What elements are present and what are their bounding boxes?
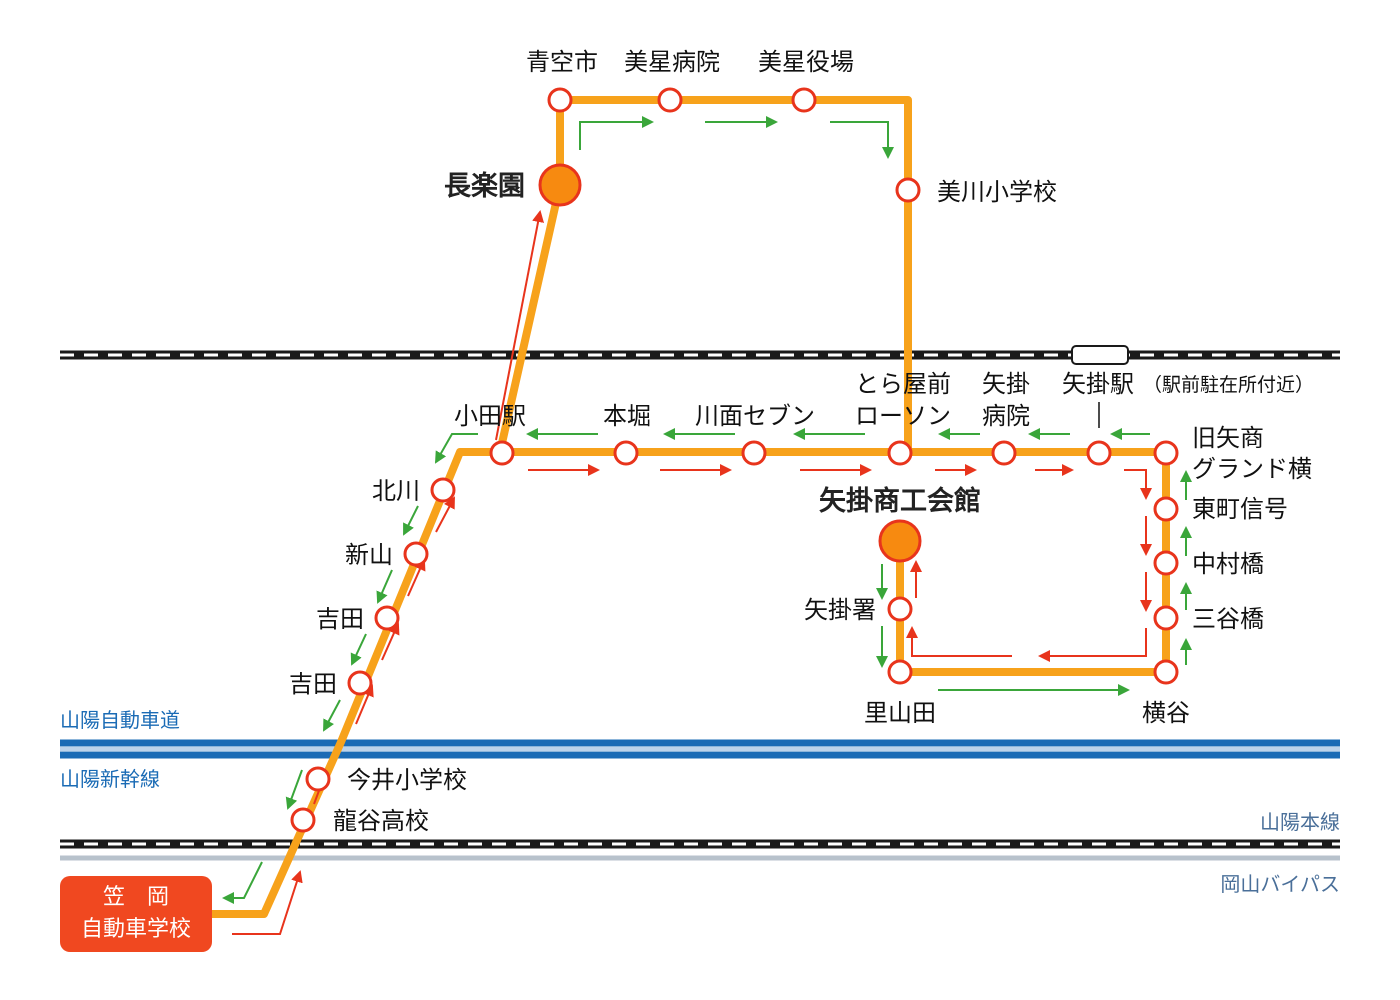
stop-aozora [547, 87, 573, 113]
stop-tora [887, 440, 913, 466]
stops [290, 87, 1179, 833]
label-imai: 今井小学校 [347, 766, 467, 794]
label-kyu-yasho-line2: グランド横 [1192, 455, 1312, 483]
label-yoshida-1: 吉田 [316, 605, 364, 633]
label-yakage-station: 矢掛駅 [1062, 370, 1134, 398]
kasaoka-driving-school-badge: 笠 岡 自動車学校 [60, 876, 212, 952]
label-bisei-hospital: 美星病院 [624, 48, 720, 76]
label-satoyamada: 里山田 [864, 699, 936, 727]
stop-yoshida-2 [347, 670, 373, 696]
stop-bisen-school [895, 177, 921, 203]
stop-higashimachi [1153, 496, 1179, 522]
railway-upper [60, 345, 1340, 365]
stop-nakamura [1153, 550, 1179, 576]
sanyo-expressway-band [60, 739, 1340, 759]
school-name-line2: 自動車学校 [80, 917, 191, 942]
label-tora-line2: ローソン [855, 402, 951, 430]
stop-yakage-police [887, 596, 913, 622]
label-yakage-hospital-line1: 矢掛 [982, 370, 1030, 398]
station-marker-icon [1071, 345, 1129, 365]
label-yakage-station-note: （駅前駐在所付近） [1143, 374, 1314, 396]
sanyo-shinkansen-label: 山陽新幹線 [60, 767, 160, 791]
stop-bisei-hospital [657, 87, 683, 113]
stop-yokotani [1153, 659, 1179, 685]
stop-kyu-yasho [1153, 440, 1179, 466]
stop-chorakuen [538, 163, 582, 207]
stop-kawamo-seven [741, 440, 767, 466]
school-name-line1: 笠 岡 [102, 885, 169, 910]
label-ryukoku: 龍谷高校 [333, 807, 429, 835]
stop-satoyamada [887, 659, 913, 685]
label-shinyama: 新山 [345, 541, 393, 569]
label-yakage-police: 矢掛署 [804, 596, 876, 624]
label-sangaya: 三谷橋 [1192, 605, 1264, 633]
sanyo-expressway-label: 山陽自動車道 [60, 708, 180, 732]
stop-ryukoku [290, 807, 316, 833]
label-kitagawa: 北川 [372, 477, 420, 505]
inbound-arrows [222, 116, 1192, 904]
stop-yakage-hospital [991, 440, 1017, 466]
sanyo-main-line-label: 山陽本線 [1260, 810, 1340, 834]
label-chorakuen: 長楽園 [444, 171, 525, 202]
stop-shinyama [403, 541, 429, 567]
label-yoshida-2: 吉田 [289, 670, 337, 698]
label-yakage-shoko: 矢掛商工会館 [819, 485, 981, 517]
stop-bisei-office [791, 87, 817, 113]
stop-yakage-shoko [878, 519, 922, 563]
stop-honbori [613, 440, 639, 466]
okayama-bypass-label: 岡山バイパス [1220, 872, 1340, 896]
stop-imai [305, 766, 331, 792]
label-yakage-hospital-line2: 病院 [982, 402, 1030, 430]
stop-yakage-station [1086, 440, 1112, 466]
stop-odaeki [489, 440, 515, 466]
label-nakamura: 中村橋 [1192, 550, 1264, 578]
stop-kitagawa [430, 477, 456, 503]
label-odaeki: 小田駅 [454, 402, 526, 430]
label-bisei-office: 美星役場 [758, 48, 854, 76]
label-higashimachi: 東町信号 [1192, 495, 1288, 523]
stop-yoshida-1 [374, 605, 400, 631]
label-tora-line1: とら屋前 [855, 370, 951, 398]
stop-sangaya [1153, 605, 1179, 631]
label-aozora: 青空市 [526, 48, 598, 76]
label-honbori: 本堀 [603, 402, 651, 430]
label-kyu-yasho-line1: 旧矢商 [1192, 424, 1264, 452]
label-kawamo-seven: 川面セブン [695, 402, 815, 430]
label-bisen-school: 美川小学校 [937, 178, 1057, 206]
label-yokotani: 横谷 [1142, 699, 1190, 727]
